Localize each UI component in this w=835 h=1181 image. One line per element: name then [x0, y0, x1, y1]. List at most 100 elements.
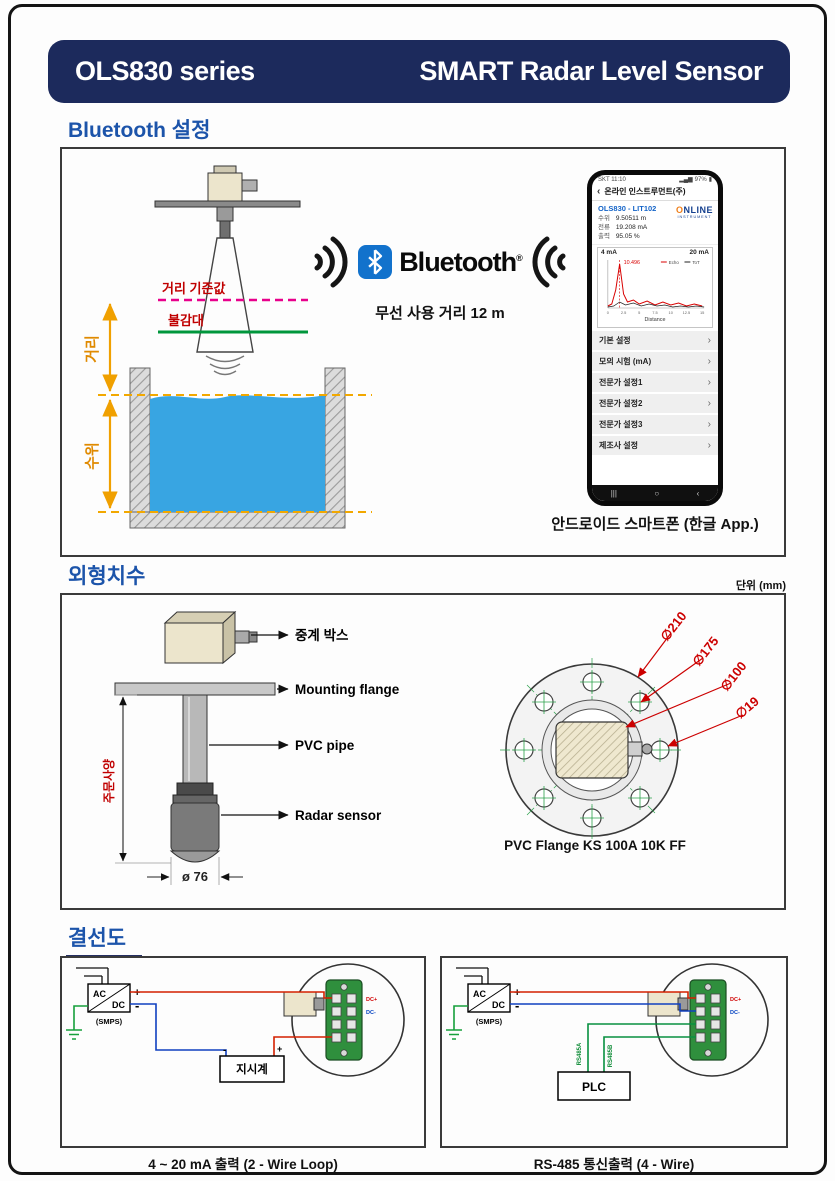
- ground-icon: [446, 1005, 468, 1040]
- rs485-caption: RS-485 통신출력 (4 - Wire): [533, 1157, 695, 1172]
- indicator-label: 지시계: [236, 1062, 268, 1076]
- pvc-pipe-label: PVC pipe: [295, 738, 355, 753]
- svg-text:DC: DC: [112, 1000, 125, 1010]
- chevron-right-icon: ›: [707, 356, 711, 367]
- phone-status-bar: SKT 11:10 ▂▄▆ 97% ▮: [592, 175, 718, 184]
- section-title-bluetooth: Bluetooth 설정: [66, 114, 227, 150]
- tank-diagram: 거리 기준값 불감대 거리 수위: [84, 165, 372, 529]
- svg-text:5: 5: [638, 310, 641, 315]
- svg-text:AC: AC: [473, 989, 486, 999]
- pin-dc-plus: DC+: [366, 997, 377, 1003]
- level-label: 수위: [84, 442, 101, 470]
- flange-top-view: ∅210 ∅175 ∅100 ∅19: [500, 609, 762, 842]
- radar-sensor-side-view: [154, 165, 301, 376]
- dim-175-label: ∅175: [689, 634, 721, 669]
- indicator-minus: -: [223, 1045, 226, 1056]
- rs485-wire-a: [587, 1023, 696, 1072]
- mounting-flange-drawing: [114, 682, 276, 696]
- power-supply: AC DC + - (SMPS): [467, 983, 520, 1026]
- indicator-box: [219, 1055, 285, 1083]
- registered-mark: ®: [516, 252, 523, 263]
- android-nav-bar: ||| ○ ‹: [592, 485, 718, 501]
- svg-text:AC: AC: [93, 989, 106, 999]
- rs485-wiring-diagram: AC DC + - (SMPS) DC+ DC-: [446, 963, 769, 1101]
- chart-xlabel: Distance: [645, 317, 666, 322]
- mains-lines: [76, 967, 109, 984]
- deadband-label: 불감대: [168, 313, 204, 328]
- loop-wiring-diagram: AC DC + - (SMPS) DC+ DC- -: [66, 963, 405, 1083]
- sensor-top-view: [555, 721, 653, 779]
- reading-level: 수위 9.50511 m: [598, 215, 647, 222]
- order-spec-label: 주문사양: [101, 759, 116, 803]
- smps-label: (SMPS): [476, 1017, 503, 1026]
- chevron-right-icon: ›: [707, 377, 711, 388]
- radar-sensor-label: Radar sensor: [295, 808, 382, 823]
- junction-box-label: 중계 박스: [295, 627, 349, 643]
- menu-item-manufacturer: 제조사 설정 ›: [592, 436, 718, 457]
- smps-label: (SMPS): [96, 1017, 123, 1026]
- chart-left-label: 4 mA: [601, 249, 617, 256]
- loop-wire-minus: [130, 1003, 227, 1056]
- dim-210-label: ∅210: [657, 609, 689, 644]
- section-title-dimensions: 외형치수: [66, 560, 162, 596]
- app-header: ‹ 온라인 인스트루먼트(주): [592, 183, 718, 201]
- menu-item-expert3: 전문가 설정3 ›: [592, 415, 718, 436]
- terminal-block: [689, 979, 727, 1061]
- svg-text:15: 15: [700, 310, 705, 315]
- legend-echo: Echo: [669, 260, 680, 265]
- menu-item-expert2: 전문가 설정2 ›: [592, 394, 718, 415]
- chevron-right-icon: ›: [707, 335, 711, 346]
- section-title-wiring: 결선도: [66, 922, 142, 958]
- phone-caption: 안드로이드 스마트폰 (한글 App.): [551, 516, 759, 533]
- rs485b-label: RS485B: [608, 1044, 614, 1067]
- chevron-right-icon: ›: [707, 398, 711, 409]
- chevron-right-icon: ›: [707, 419, 711, 430]
- tank-walls: [129, 367, 346, 529]
- home-icon: ○: [654, 488, 660, 498]
- mounting-flange-label: Mounting flange: [295, 682, 400, 697]
- rs485a-label: RS485A: [577, 1042, 583, 1065]
- reference-line-label: 거리 기준값: [162, 281, 225, 296]
- svg-text:12.5: 12.5: [683, 310, 691, 315]
- header-banner: OLS830 series SMART Radar Level Sensor: [48, 40, 790, 103]
- distance-label: 거리: [84, 335, 101, 363]
- page-border: [8, 4, 827, 1175]
- signal-icon: ▂▄▆: [679, 177, 693, 183]
- back-chevron-icon: ‹: [597, 185, 601, 197]
- nav-back-icon: ‹: [696, 488, 700, 498]
- bluetooth-graphic: Bluetooth® 무선 사용 거리 12 m: [300, 232, 580, 323]
- unit-note: 단위 (mm): [735, 580, 786, 592]
- water: [150, 395, 325, 512]
- pin-dc-plus: DC+: [730, 997, 741, 1003]
- bluetooth-icon: [358, 245, 393, 279]
- battery-percent: 97%: [694, 176, 707, 183]
- psu-minus: -: [135, 998, 139, 1013]
- svg-text:DC: DC: [492, 1000, 505, 1010]
- plc-box: [557, 1071, 631, 1101]
- radar-sensor-drawing: [169, 782, 221, 863]
- loop-wire-plus: [130, 991, 332, 999]
- app-menu: 기본 설정 › 모의 시험 (mA) › 전문가 설정1 › 전문가 설정2 ›…: [592, 331, 718, 457]
- chevron-right-icon: ›: [707, 440, 711, 451]
- echo-chart-plot: 10.496 Echo ToT 0 2.5 5 7.5 10 12.5 15 D…: [607, 260, 705, 323]
- radio-waves-left-icon: [314, 236, 348, 288]
- app-title: 온라인 인스트루먼트(주): [604, 187, 686, 196]
- rs485-wire-minus: [510, 1003, 696, 1012]
- device-id: OLS830 - LIT102: [598, 204, 657, 213]
- flange-caption: PVC Flange KS 100A 10K FF: [504, 838, 686, 853]
- bluetooth-wordmark: Bluetooth®: [399, 247, 523, 278]
- product-title: SMART Radar Level Sensor: [419, 56, 763, 86]
- plc-label: PLC: [582, 1080, 606, 1094]
- menu-item-simulation: 모의 시험 (mA) ›: [592, 352, 718, 373]
- online-instrument-logo: ONLINE INSTRUMENT: [675, 205, 713, 219]
- svg-text:0: 0: [607, 310, 610, 315]
- rs485-wire-b: [603, 1036, 696, 1072]
- indicator-plus: +: [277, 1044, 282, 1054]
- reading-output: 출력 95.05 %: [598, 233, 640, 240]
- device-info-block: OLS830 - LIT102 수위 9.50511 m 전류 19.208 m…: [592, 201, 718, 245]
- loop-wire-return: [273, 1036, 332, 1056]
- ground-icon: [66, 1005, 88, 1040]
- mains-lines: [456, 967, 489, 984]
- psu-plus: +: [514, 987, 520, 999]
